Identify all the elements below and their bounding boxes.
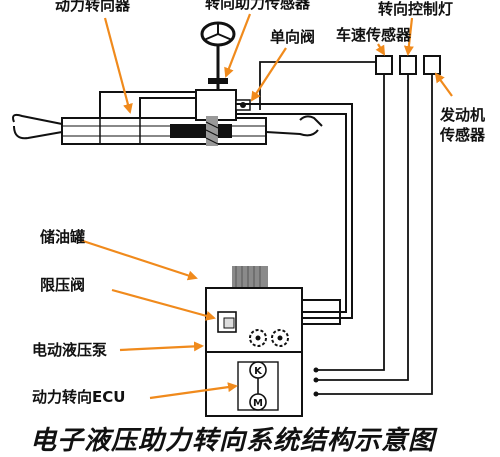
- arrow-speed-sensor: [375, 43, 386, 56]
- diagram-title: 电子液压助力转向系统结构示意图: [30, 426, 436, 456]
- label-engine-sensor-line2: 传感器: [440, 126, 486, 144]
- label-check-valve: 单向阀: [270, 28, 316, 46]
- label-torque-sensor: 转向助力传感器: [205, 0, 311, 12]
- label-engine-sensor-line1: 发动机: [440, 106, 486, 124]
- label-power-steering-gear: 动力转向器: [55, 0, 131, 14]
- arrow-electric-pump: [119, 341, 204, 352]
- label-steering-lamp: 转向控制灯: [378, 0, 454, 18]
- pump-unit: [205, 266, 303, 417]
- label-relief-valve: 限压阀: [40, 276, 86, 294]
- arrow-relief-valve: [111, 288, 216, 321]
- arrow-power-steering-gear: [103, 17, 133, 114]
- motor-k-mark: K: [254, 366, 263, 377]
- steering-wheel: [200, 21, 236, 92]
- label-reservoir: 储油罐: [40, 228, 86, 246]
- callout-arrows: [79, 13, 453, 400]
- hydraulic-lines: [99, 91, 353, 325]
- label-speed-sensor: 车速传感器: [336, 26, 412, 44]
- arrow-torque-sensor: [224, 13, 252, 78]
- label-ecu: 动力转向ECU: [32, 388, 126, 406]
- arrow-check-valve: [250, 47, 287, 102]
- arrow-engine-sensor: [434, 72, 453, 97]
- sensor-boxes: [375, 55, 441, 75]
- arrow-steering-lamp: [403, 17, 414, 56]
- steering-rack: [12, 89, 323, 146]
- arrow-reservoir: [79, 238, 198, 281]
- arrow-ecu: [149, 382, 238, 400]
- label-electric-pump: 电动液压泵: [32, 341, 108, 359]
- motor-m-mark: M: [253, 398, 263, 409]
